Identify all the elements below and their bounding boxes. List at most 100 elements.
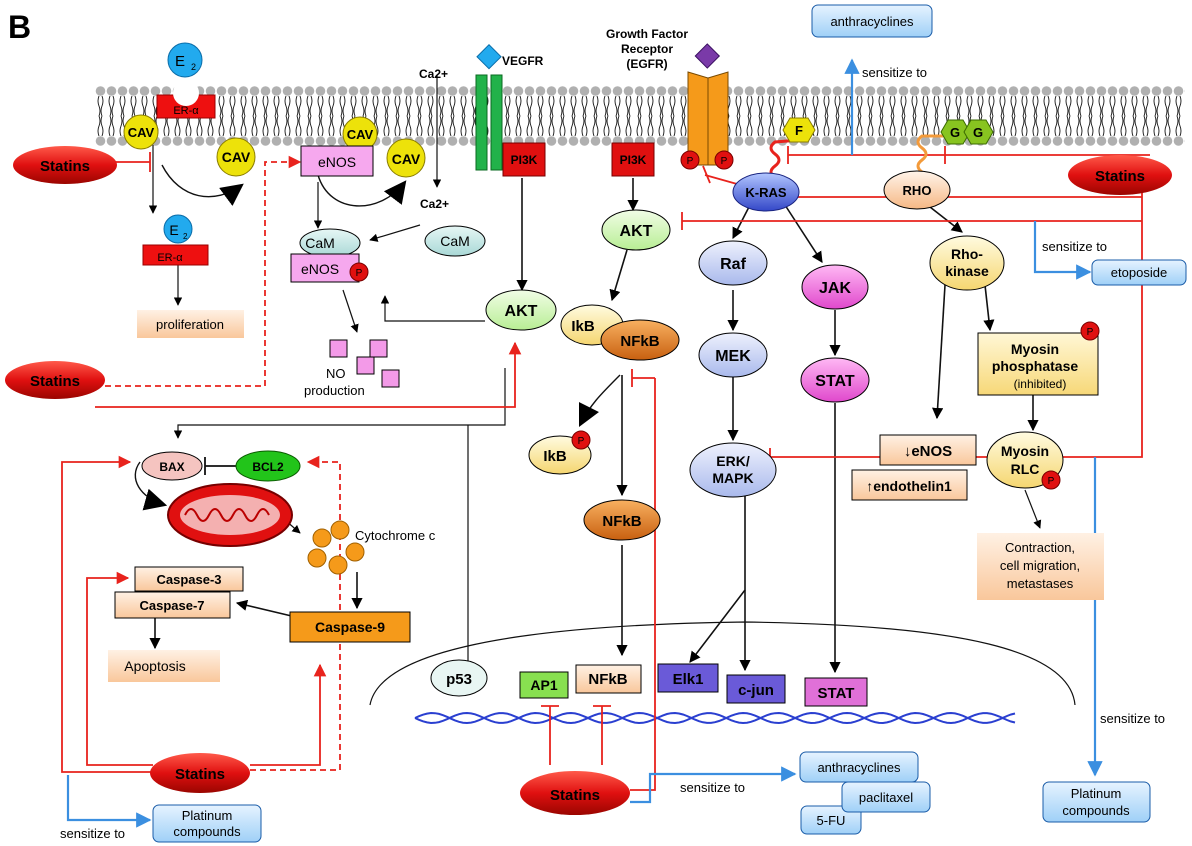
myosin-rlc: Myosin RLC P <box>986 431 1064 490</box>
er-alpha-cytoplasm: E 2 ER-α <box>142 214 209 266</box>
mitochondrion <box>167 483 293 547</box>
sensitize-label-bottom-left: sensitize to <box>60 826 125 841</box>
stat-cyto: STAT <box>800 357 870 403</box>
svg-text:K-RAS: K-RAS <box>745 185 786 200</box>
nfkb-nuclear: NFkB <box>575 664 642 694</box>
svg-text:F: F <box>795 123 803 138</box>
panel-label: B <box>8 9 31 45</box>
svg-text:AP1: AP1 <box>530 677 557 693</box>
svg-text:(inhibited): (inhibited) <box>1014 377 1067 391</box>
svg-text:STAT: STAT <box>818 685 855 702</box>
cell-membrane <box>95 86 1185 146</box>
svg-text:CaM: CaM <box>440 233 470 249</box>
svg-text:proliferation: proliferation <box>156 317 224 332</box>
svg-text:Rho-: Rho- <box>951 246 983 262</box>
svg-text:↑endothelin1: ↑endothelin1 <box>866 478 952 494</box>
svg-text:STAT: STAT <box>815 373 855 390</box>
enos-down-box: ↓eNOS <box>879 434 977 466</box>
er-alpha-label: ER-α <box>173 105 199 117</box>
svg-text:Statins: Statins <box>30 373 80 390</box>
pi3k-left: PI3K <box>502 142 546 177</box>
svg-text:kinase: kinase <box>945 263 989 279</box>
svg-text:CAV: CAV <box>392 151 421 167</box>
svg-text:↓eNOS: ↓eNOS <box>904 443 952 460</box>
dna-helix <box>414 711 1016 725</box>
ikb-phospho: IkB P <box>528 430 592 475</box>
svg-text:p53: p53 <box>446 671 472 688</box>
svg-text:Caspase-3: Caspase-3 <box>156 572 221 587</box>
bax: BAX <box>141 451 203 481</box>
vegfr-label: VEGFR <box>502 54 544 68</box>
anthracyclines-top: anthracyclines <box>811 4 933 38</box>
svg-text:P: P <box>1048 476 1055 487</box>
c-jun: c-jun <box>726 674 786 704</box>
rho: RHO <box>883 170 951 210</box>
rho-kinase: Rho- kinase <box>929 235 1005 291</box>
svg-text:MAPK: MAPK <box>712 470 753 486</box>
cav-1: CAV <box>123 114 159 150</box>
svg-text:E: E <box>169 222 178 238</box>
svg-text:Myosin: Myosin <box>1001 443 1049 459</box>
caspase-3: Caspase-3 <box>134 566 244 592</box>
svg-text:NFkB: NFkB <box>588 671 627 688</box>
svg-text:phosphatase: phosphatase <box>992 358 1079 374</box>
vegfr-receptor: VEGFR <box>475 43 544 171</box>
elk1: Elk1 <box>657 663 719 693</box>
edges-red-inhibition <box>61 146 1150 791</box>
svg-text:Platinum: Platinum <box>182 808 233 823</box>
svg-text:AKT: AKT <box>505 303 538 320</box>
cav-3: CAV <box>342 116 378 152</box>
statins-1: Statins <box>13 146 117 184</box>
cav-4: CAV <box>386 138 426 178</box>
svg-text:metastases: metastases <box>1007 576 1074 591</box>
svg-text:BCL2: BCL2 <box>252 460 284 474</box>
svg-text:paclitaxel: paclitaxel <box>859 790 913 805</box>
cav-2: CAV <box>216 137 256 177</box>
svg-text:CAV: CAV <box>128 125 155 140</box>
enos-1: eNOS <box>300 145 374 177</box>
akt-left: AKT <box>485 289 557 331</box>
svg-text:IkB: IkB <box>571 318 595 335</box>
svg-text:eNOS: eNOS <box>318 154 356 170</box>
platinum-left: Platinum compounds <box>152 804 262 843</box>
svg-text:P: P <box>356 268 363 279</box>
svg-text:P: P <box>687 156 694 167</box>
svg-text:Raf: Raf <box>720 256 746 273</box>
cam-left: CaM <box>299 228 361 258</box>
enos-2: eNOS P <box>290 253 369 283</box>
gfr-title-3: (EGFR) <box>626 57 667 71</box>
svg-text:2: 2 <box>191 62 196 72</box>
er-alpha-membrane: ER-α <box>156 80 216 119</box>
akt-mid: AKT <box>601 209 671 251</box>
erk-mapk: ERK/ MAPK <box>689 442 777 498</box>
proliferation-box: proliferation <box>137 310 244 338</box>
statins-2: Statins <box>5 361 105 399</box>
svg-text:P: P <box>721 156 728 167</box>
svg-text:CaM: CaM <box>305 235 335 251</box>
cytochrome-c-label: Cytochrome c <box>355 528 436 543</box>
svg-text:G: G <box>973 125 983 140</box>
svg-text:Statins: Statins <box>1095 168 1145 185</box>
svg-text:ERK/: ERK/ <box>716 453 750 469</box>
svg-text:Platinum: Platinum <box>1071 786 1122 801</box>
cytochrome-c-balls <box>307 520 365 575</box>
svg-text:cell migration,: cell migration, <box>1000 558 1080 573</box>
svg-text:c-jun: c-jun <box>738 682 774 699</box>
svg-text:CAV: CAV <box>347 127 374 142</box>
svg-text:compounds: compounds <box>173 824 241 839</box>
svg-text:P: P <box>1087 327 1094 338</box>
nfkb-free: NFkB <box>583 499 661 541</box>
p53: p53 <box>430 659 488 697</box>
caspase-7: Caspase-7 <box>114 591 231 619</box>
edges-black <box>134 75 1042 674</box>
ap1: AP1 <box>519 671 569 699</box>
endothelin-up-box: ↑endothelin1 <box>851 469 968 501</box>
pi3k-mid: PI3K <box>611 142 655 177</box>
ca2-mid: Ca2+ <box>420 197 449 211</box>
etoposide-box: etoposide <box>1091 259 1187 286</box>
svg-text:Statins: Statins <box>550 787 600 804</box>
svg-text:anthracyclines: anthracyclines <box>830 14 914 29</box>
cam-right: CaM <box>424 225 486 257</box>
svg-text:anthracyclines: anthracyclines <box>817 760 901 775</box>
